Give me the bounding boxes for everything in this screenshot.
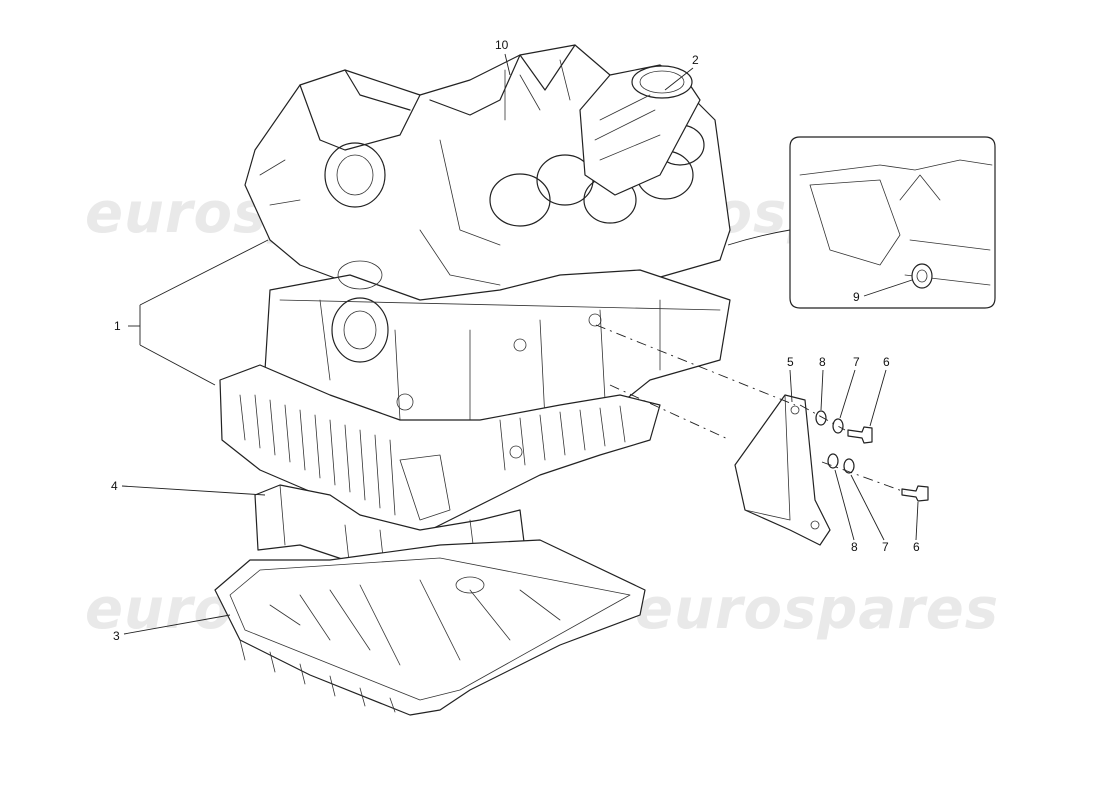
oil-pan — [214, 539, 646, 716]
spring-washer-upper — [815, 410, 827, 426]
callout-3: 3 — [113, 629, 120, 643]
callout-2: 2 — [692, 53, 699, 67]
flat-washer-lower — [843, 458, 855, 474]
callout-7-upper: 7 — [853, 355, 860, 369]
bolt-lower — [901, 485, 929, 502]
callouts: 1 10 2 4 3 5 8 7 6 8 7 6 9 — [111, 38, 920, 643]
assembly-lines — [595, 324, 906, 493]
spring-washer-lower — [827, 453, 839, 469]
bolt-upper — [847, 426, 873, 444]
callout-1: 1 — [114, 319, 121, 333]
flat-washer-upper — [832, 418, 844, 434]
callout-5: 5 — [787, 355, 794, 369]
callout-9: 9 — [853, 290, 860, 304]
fasteners — [815, 410, 929, 502]
callout-7-lower: 7 — [882, 540, 889, 554]
callout-6-upper: 6 — [883, 355, 890, 369]
cylinder-block — [244, 44, 731, 321]
callout-6-lower: 6 — [913, 540, 920, 554]
watermark-bottom-right: eurospares — [635, 577, 999, 642]
callout-4: 4 — [111, 479, 118, 493]
callout-8-lower: 8 — [851, 540, 858, 554]
callout-8-upper: 8 — [819, 355, 826, 369]
detail-inset — [727, 136, 996, 309]
callout-10: 10 — [495, 38, 509, 52]
